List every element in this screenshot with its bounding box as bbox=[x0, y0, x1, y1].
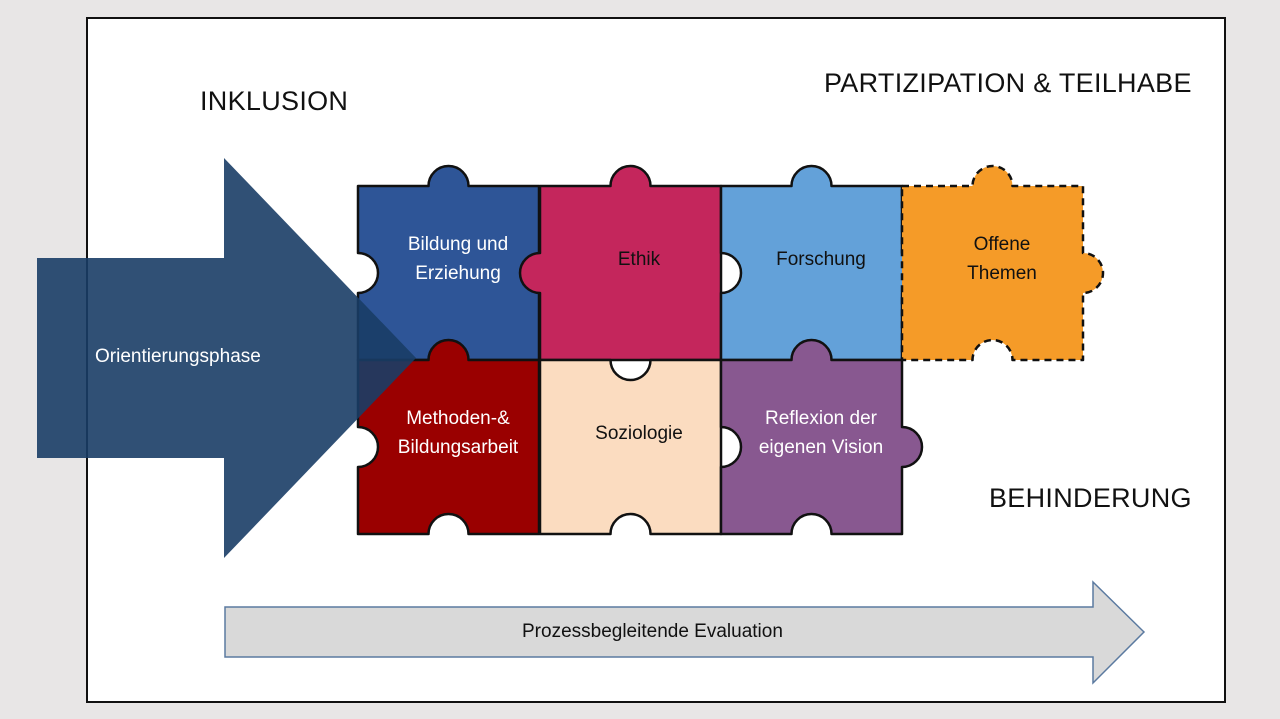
piece-label-bildung: Bildung und Erziehung bbox=[407, 234, 509, 284]
piece-label-soziologie: Soziologie bbox=[595, 423, 683, 444]
partizipation-label: PARTIZIPATION & TEILHABE bbox=[824, 68, 1192, 98]
piece-label-ethik: Ethik bbox=[617, 249, 661, 270]
puzzle-pieces bbox=[356, 164, 1105, 536]
piece-label-forschung: Forschung bbox=[776, 249, 866, 270]
evaluation-arrow-label: Prozessbegleitende Evaluation bbox=[522, 621, 783, 642]
orientation-arrow bbox=[37, 158, 416, 558]
piece-label-offene: Offene Themen bbox=[967, 234, 1037, 284]
puzzle-piece-methoden bbox=[356, 338, 541, 536]
evaluation-arrow bbox=[224, 580, 1146, 685]
orientation-arrow-label: Orientierungsphase bbox=[95, 346, 261, 367]
piece-label-reflexion: Reflexion der eigenen Vision bbox=[758, 408, 884, 458]
puzzle-piece-offene bbox=[900, 164, 1105, 362]
inklusion-label: INKLUSION bbox=[200, 86, 349, 116]
puzzle-piece-reflexion bbox=[719, 338, 924, 536]
piece-label-methoden: Methoden-& Bildungsarbeit bbox=[397, 408, 519, 458]
behinderung-label: BEHINDERUNG bbox=[989, 483, 1192, 513]
